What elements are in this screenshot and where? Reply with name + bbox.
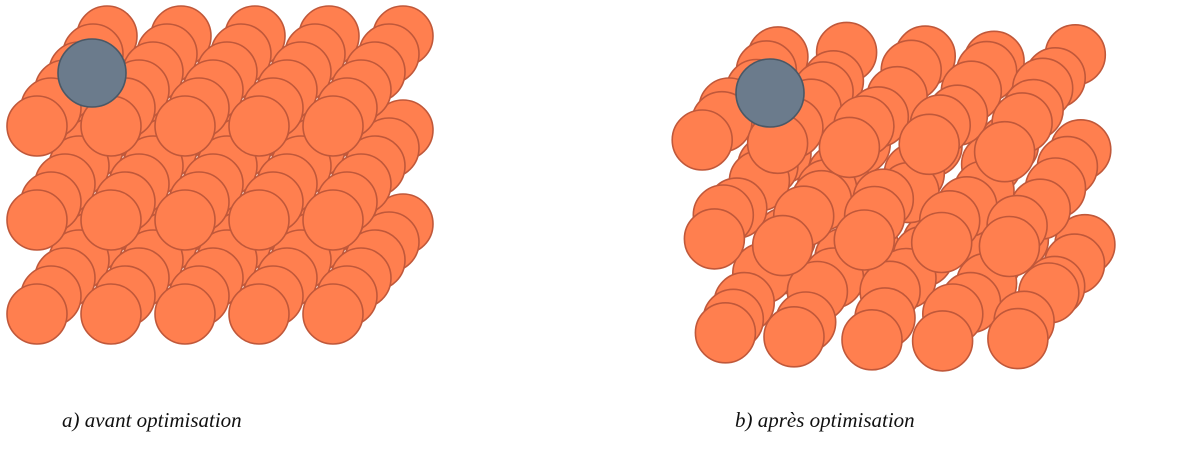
atom — [6, 283, 68, 345]
atom — [302, 95, 364, 157]
atom — [228, 95, 290, 157]
atom — [841, 308, 903, 371]
atom — [228, 283, 290, 345]
caption-after: b) après optimisation — [735, 408, 915, 432]
atom — [683, 208, 746, 270]
atom — [228, 189, 290, 251]
atom — [302, 189, 364, 251]
atom-structure-before — [6, 5, 434, 345]
adatom-sphere — [57, 38, 127, 108]
panel-after-optimisation — [660, 0, 1191, 380]
atom — [911, 310, 974, 372]
atom — [80, 189, 142, 251]
atom — [818, 116, 881, 179]
atom — [154, 189, 216, 251]
atom — [763, 305, 825, 368]
atom — [154, 95, 216, 157]
atom — [987, 307, 1049, 370]
atom — [154, 283, 216, 345]
atom — [6, 189, 68, 251]
atom — [302, 283, 364, 345]
atom — [898, 113, 961, 176]
adatom-sphere — [735, 58, 805, 128]
atom — [80, 283, 142, 345]
atom — [833, 209, 896, 271]
atom — [978, 215, 1041, 278]
caption-before: a) avant optimisation — [62, 408, 242, 432]
atom — [910, 211, 973, 274]
atom — [973, 120, 1036, 183]
atom — [694, 301, 757, 364]
panel-before-optimisation — [0, 0, 520, 380]
atom — [751, 214, 814, 277]
atom — [671, 109, 734, 171]
atom — [6, 95, 68, 157]
atom-structure-after — [671, 21, 1116, 372]
